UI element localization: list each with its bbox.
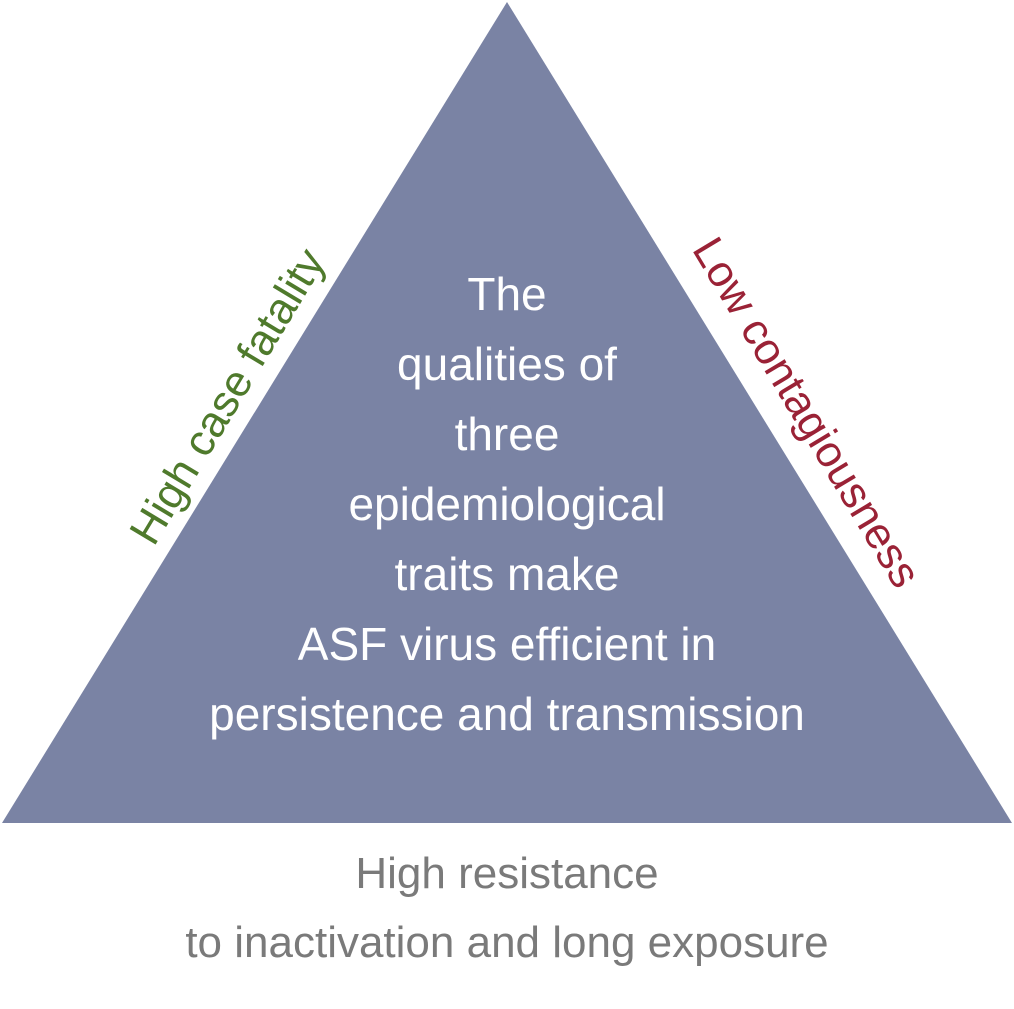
base-text: High resistance to inactivation and long… <box>185 849 828 967</box>
center-line-3: three <box>455 408 560 460</box>
triangle-shape <box>2 2 1012 823</box>
center-line-2: qualities of <box>397 338 617 390</box>
center-line-4: epidemiological <box>348 478 665 530</box>
center-line-7: persistence and transmission <box>209 688 805 740</box>
center-line-1: The <box>467 268 546 320</box>
center-line-5: traits make <box>395 548 620 600</box>
base-line-2: to inactivation and long exposure <box>185 918 828 967</box>
center-line-6: ASF virus efficient in <box>298 618 716 670</box>
center-text: The qualities of three epidemiological t… <box>209 268 805 740</box>
base-line-1: High resistance <box>355 849 658 898</box>
